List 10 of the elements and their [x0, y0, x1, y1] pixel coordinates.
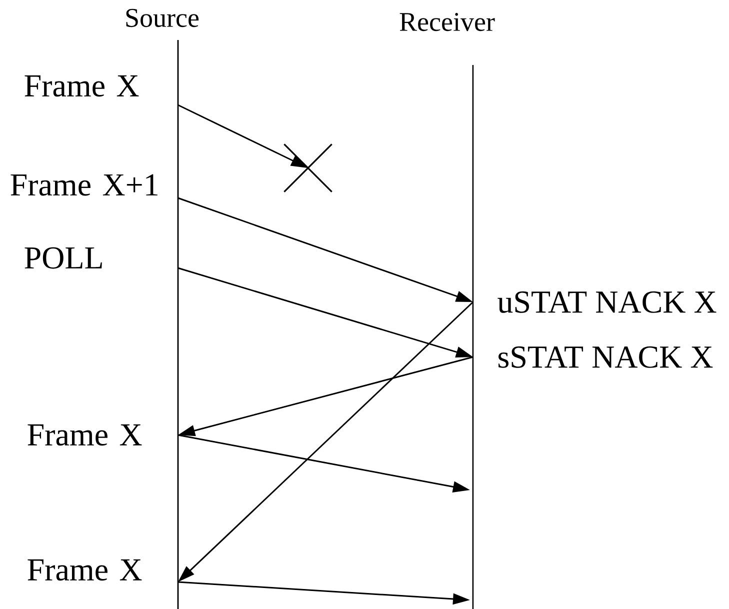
- message-label: POLL: [24, 247, 102, 269]
- message-label: sSTAT NACK X: [498, 346, 713, 368]
- message-label: Frame X: [28, 424, 142, 446]
- lifeline-heading: Source: [126, 8, 199, 28]
- cross-mark: [283, 143, 333, 193]
- message-label: Frame X+1: [10, 174, 158, 196]
- message-label: uSTAT NACK X: [498, 291, 716, 313]
- message-label: Frame X: [24, 75, 139, 97]
- lifeline-heading: Receiver: [400, 12, 495, 32]
- message-label: Frame X: [28, 559, 142, 581]
